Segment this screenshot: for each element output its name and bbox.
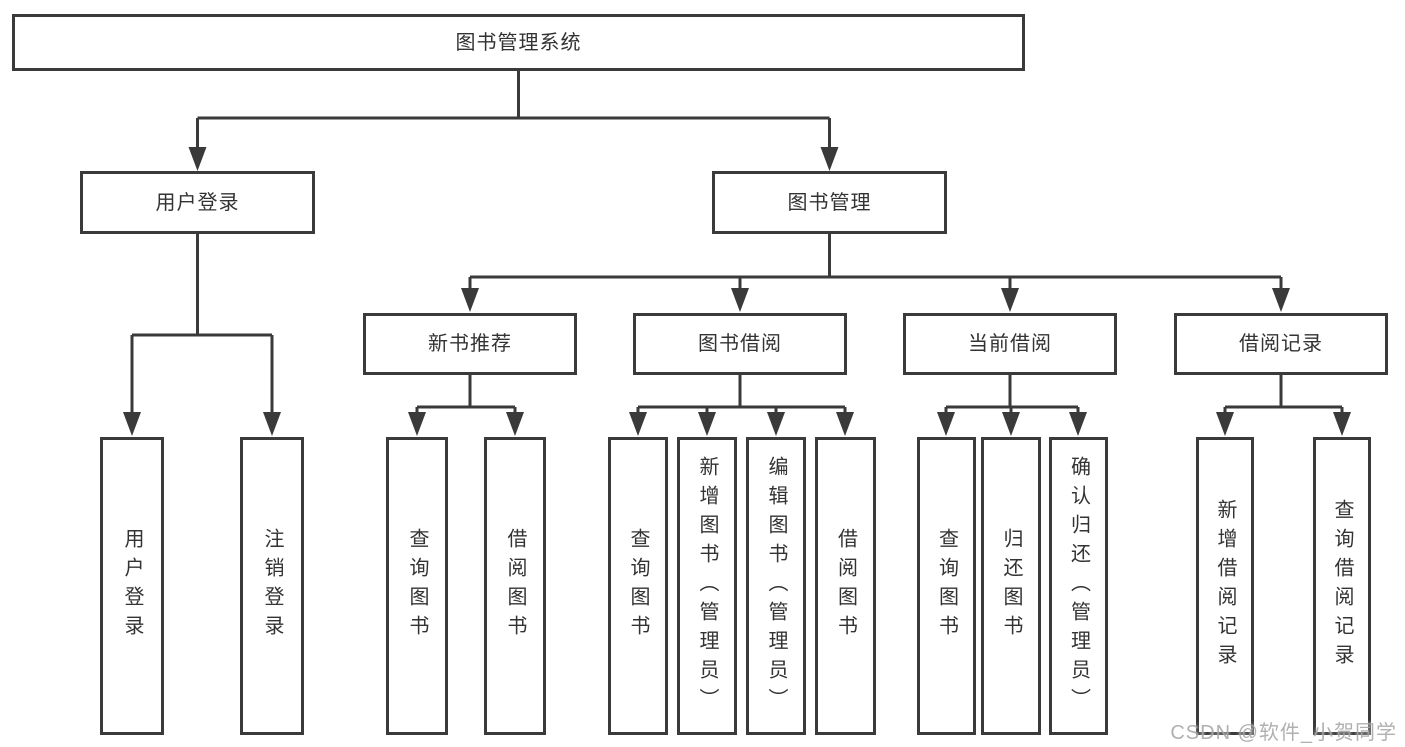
arrow-icon — [188, 147, 207, 171]
arrow-icon — [263, 412, 281, 436]
arrow-icon — [629, 412, 647, 436]
node-label: 新增图书（管理员） — [696, 455, 718, 717]
arrowheads — [123, 147, 1351, 436]
arrow-icon — [1002, 412, 1020, 436]
arrow-icon — [698, 412, 716, 436]
node-label: 新增借阅记录 — [1214, 499, 1236, 673]
leaf-user-login: 用户登录 — [100, 437, 164, 735]
node-label: 借阅图书 — [834, 528, 857, 644]
node-borrowing-records: 借阅记录 — [1174, 313, 1388, 375]
node-label: 用户登录 — [155, 191, 240, 214]
connector-root-to-level1 — [196, 71, 831, 150]
node-label: 当前借阅 — [968, 333, 1052, 355]
arrow-icon — [506, 412, 524, 436]
arrow-icon — [836, 412, 854, 436]
node-book-borrowing: 图书借阅 — [633, 313, 847, 375]
leaf-recommend-query-books: 查询图书 — [386, 437, 448, 735]
node-label: 查询图书 — [406, 528, 428, 644]
node-label: 新书推荐 — [428, 333, 512, 355]
node-label: 确认归还（管理员） — [1067, 455, 1090, 717]
arrow-icon — [1272, 288, 1290, 312]
node-label: 编辑图书（管理员） — [765, 455, 787, 717]
arrow-icon — [1216, 412, 1234, 436]
arrow-icon — [767, 412, 785, 436]
node-label: 借阅图书 — [504, 528, 526, 644]
leaf-borrowing-borrow-books: 借阅图书 — [815, 437, 876, 735]
node-new-book-recommendation: 新书推荐 — [363, 313, 577, 375]
node-label: 查询图书 — [935, 528, 958, 644]
node-label: 图书管理 — [787, 191, 872, 214]
arrow-icon — [123, 412, 141, 436]
arrow-icon — [408, 412, 426, 436]
arrow-icon — [937, 412, 955, 436]
leaf-borrowing-edit-books-admin: 编辑图书（管理员） — [746, 437, 806, 735]
connector-book-borrowing-to-leaves — [636, 375, 847, 414]
node-current-borrowing: 当前借阅 — [903, 313, 1117, 375]
connector-borrow-records-to-leaves — [1223, 375, 1344, 414]
node-label: 查询图书 — [627, 528, 649, 644]
leaf-current-query-books: 查询图书 — [917, 437, 976, 735]
arrow-icon — [1001, 288, 1019, 312]
arrow-icon — [1069, 412, 1087, 436]
node-label: 用户登录 — [121, 528, 143, 644]
arrow-icon — [461, 288, 479, 312]
node-user-login: 用户登录 — [80, 171, 315, 234]
node-label: 图书借阅 — [698, 333, 782, 355]
csdn-watermark: CSDN @软件_小贺同学 — [1170, 722, 1397, 744]
node-book-management: 图书管理 — [712, 171, 947, 234]
connector-new-book-to-leaves — [415, 375, 517, 414]
leaf-current-return-books: 归还图书 — [981, 437, 1041, 735]
arrow-icon — [731, 288, 749, 312]
leaf-records-query-record: 查询借阅记录 — [1313, 437, 1371, 735]
node-label: 图书管理系统 — [455, 31, 582, 54]
node-system-root: 图书管理系统 — [12, 14, 1025, 71]
node-label: 查询借阅记录 — [1331, 499, 1353, 673]
leaf-recommend-borrow-books: 借阅图书 — [484, 437, 546, 735]
leaf-logout: 注销登录 — [240, 437, 304, 735]
node-label: 归还图书 — [1000, 528, 1022, 644]
arrow-icon — [1333, 412, 1351, 436]
arrow-icon — [820, 147, 839, 171]
leaf-records-add-record: 新增借阅记录 — [1196, 437, 1254, 735]
leaf-current-confirm-return-admin: 确认归还（管理员） — [1049, 437, 1108, 735]
connector-current-borrowing-to-leaves — [944, 375, 1080, 414]
node-label: 借阅记录 — [1239, 333, 1323, 355]
leaf-borrowing-add-books-admin: 新增图书（管理员） — [677, 437, 737, 735]
leaf-borrowing-query-books: 查询图书 — [608, 437, 668, 735]
node-label: 注销登录 — [261, 528, 283, 644]
connector-book-management-to-level2 — [468, 234, 1283, 291]
connector-user-login-to-leaves — [130, 234, 274, 414]
